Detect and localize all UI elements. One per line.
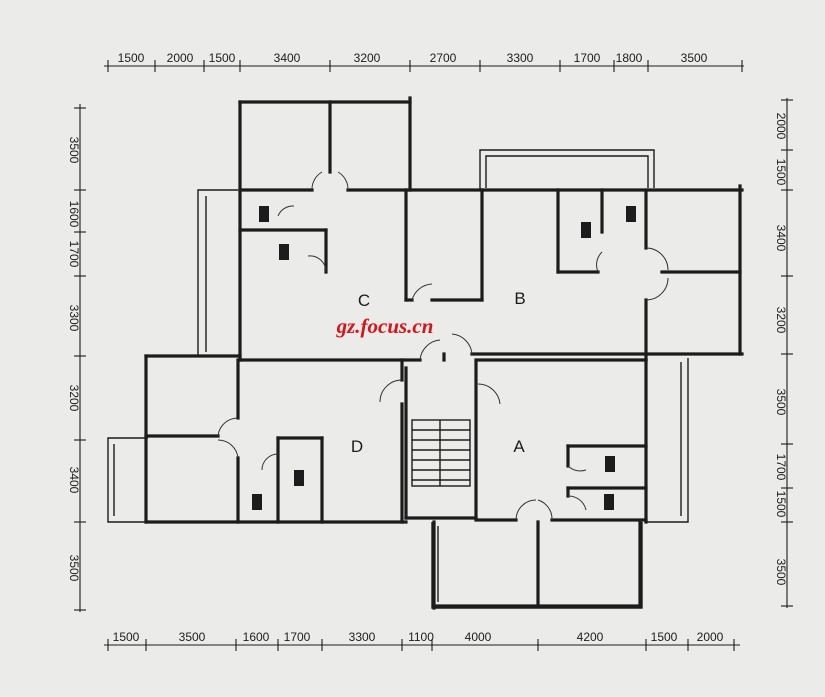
toilet-icon (604, 494, 614, 510)
unit-label-a: A (513, 437, 525, 456)
walls (144, 96, 744, 610)
dim-bottom-10: 2000 (697, 630, 724, 644)
dim-top-9: 1800 (616, 51, 643, 65)
staircase (411, 419, 471, 487)
unit-label-c: C (358, 291, 370, 310)
toilet-icon (279, 244, 289, 260)
dim-right-4: 3200 (774, 307, 788, 334)
dim-top-7: 3300 (507, 51, 534, 65)
dim-bottom-5: 3300 (349, 630, 376, 644)
dims-left: 3500 1600 1700 3300 3200 3400 3500 (67, 137, 81, 582)
dim-top-8: 1700 (574, 51, 601, 65)
toilet-icon (294, 470, 304, 486)
dim-right-7: 1500 (774, 491, 788, 518)
unit-label-d: D (351, 437, 363, 456)
watermark-text: gz.focus.cn (336, 314, 434, 338)
dim-bottom-8: 4200 (577, 630, 604, 644)
toilet-icon (626, 206, 636, 222)
dimension-lines (79, 65, 788, 646)
dim-right-8: 3500 (774, 559, 788, 586)
toilet-icon (581, 222, 591, 238)
dim-top-10: 3500 (681, 51, 708, 65)
toilet-icon (605, 456, 615, 472)
dim-bottom-6: 1100 (408, 630, 434, 644)
dim-left-7: 3500 (67, 555, 81, 582)
dim-bottom-3: 1600 (243, 630, 270, 644)
dim-right-2: 1500 (774, 159, 788, 186)
toilet-icon (252, 494, 262, 510)
unit-label-b: B (514, 289, 525, 308)
dim-left-3: 1700 (67, 241, 81, 268)
dim-bottom-1: 1500 (113, 630, 140, 644)
door-swings (217, 171, 669, 521)
dim-right-1: 2000 (774, 113, 788, 140)
dim-bottom-2: 3500 (179, 630, 206, 644)
dimension-ticks (74, 60, 793, 651)
dim-right-6: 1700 (774, 454, 788, 481)
dims-right: 2000 1500 3400 3200 3500 1700 1500 3500 (774, 113, 788, 586)
dim-top-1: 1500 (118, 51, 145, 65)
dim-top-3: 1500 (209, 51, 236, 65)
dim-top-6: 2700 (430, 51, 457, 65)
dim-right-3: 3400 (774, 225, 788, 252)
dims-bottom: 1500 3500 1600 1700 3300 1100 4000 4200 … (113, 630, 724, 644)
dim-top-5: 3200 (354, 51, 381, 65)
dim-bottom-9: 1500 (651, 630, 678, 644)
dim-left-2: 1600 (67, 201, 81, 228)
dim-bottom-4: 1700 (284, 630, 311, 644)
dim-bottom-7: 4000 (465, 630, 492, 644)
dim-top-2: 2000 (167, 51, 194, 65)
dim-left-5: 3200 (67, 385, 81, 412)
dim-left-4: 3300 (67, 305, 81, 332)
dim-top-4: 3400 (274, 51, 301, 65)
dim-left-1: 3500 (67, 137, 81, 164)
dim-right-5: 3500 (774, 389, 788, 416)
dims-top: 1500 2000 1500 3400 3200 2700 3300 1700 … (118, 51, 708, 65)
bathroom-fixtures (252, 206, 636, 510)
toilet-icon (259, 206, 269, 222)
dim-left-6: 3400 (67, 467, 81, 494)
